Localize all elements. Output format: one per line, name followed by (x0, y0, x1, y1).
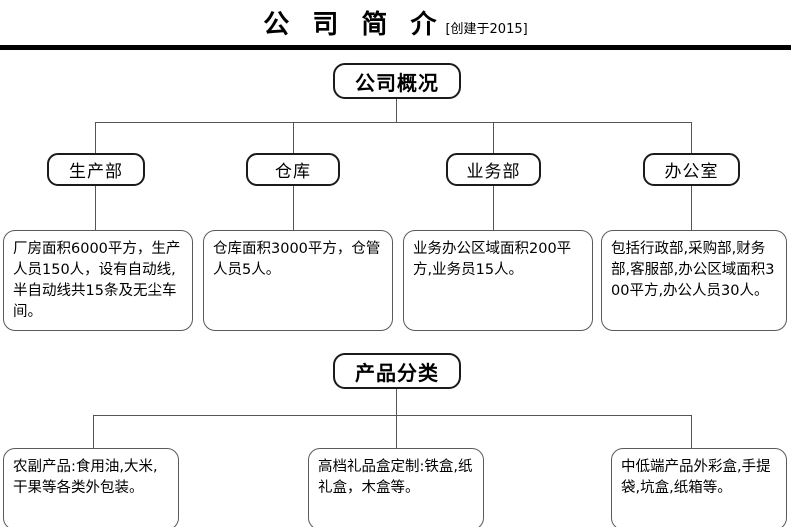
title-subtitle-text: [创建于2015] (445, 22, 528, 37)
connector-dept-3-to-detail (493, 186, 494, 230)
title-main-text: 公 司 简 介 (263, 10, 444, 40)
connector-drop-category-2 (396, 415, 397, 450)
header-divider-rule (0, 45, 791, 50)
connector-drop-category-1 (93, 415, 94, 450)
node-department-warehouse-label: 仓库 (275, 162, 311, 182)
node-department-business[interactable]: 业务部 (446, 153, 541, 186)
category-card-low-mid-end: 中低端产品外彩盒,手提袋,坑盒,纸箱等。 (611, 448, 787, 527)
connector-drop-category-3 (691, 415, 692, 450)
node-company-overview[interactable]: 公司概况 (333, 63, 461, 99)
node-department-production[interactable]: 生产部 (47, 153, 145, 186)
page-header: 公 司 简 介[创建于2015] (0, 0, 791, 50)
category-card-agricultural: 农副产品:食用油,大米,干果等各类外包装。 (3, 448, 179, 527)
connector-overview-bus (95, 122, 691, 123)
detail-card-production: 厂房面积6000平方，生产人员150人，设有自动线,半自动线共15条及无尘车间。 (3, 230, 193, 331)
connector-dept-1-to-detail (95, 186, 96, 230)
node-department-office-label: 办公室 (664, 162, 719, 182)
detail-card-office-text: 包括行政部,采购部,财务部,客服部,办公区域面积300平方,办公人员30人。 (611, 241, 775, 299)
connector-dept-2-to-detail (293, 186, 294, 230)
node-company-overview-label: 公司概况 (355, 70, 439, 95)
connector-drop-dept-3 (493, 122, 494, 153)
connector-drop-dept-4 (691, 122, 692, 153)
category-card-agricultural-text: 农副产品:食用油,大米,干果等各类外包装。 (13, 459, 158, 496)
node-department-warehouse[interactable]: 仓库 (246, 153, 340, 186)
detail-card-office: 包括行政部,采购部,财务部,客服部,办公区域面积300平方,办公人员30人。 (601, 230, 787, 331)
node-product-categories[interactable]: 产品分类 (333, 353, 461, 389)
detail-card-warehouse-text: 仓库面积3000平方，仓管人员5人。 (213, 241, 381, 278)
node-department-office[interactable]: 办公室 (643, 153, 740, 186)
node-department-business-label: 业务部 (466, 162, 521, 182)
node-product-categories-label: 产品分类 (355, 360, 439, 385)
connector-products-bus (93, 415, 691, 416)
connector-dept-4-to-detail (691, 186, 692, 230)
category-card-gift-box: 高档礼品盒定制:铁盒,纸礼盒，木盒等。 (308, 448, 484, 527)
detail-card-production-text: 厂房面积6000平方，生产人员150人，设有自动线,半自动线共15条及无尘车间。 (13, 241, 181, 320)
connector-root-stem (396, 99, 397, 122)
connector-products-stem (396, 389, 397, 415)
detail-card-business: 业务办公区域面积200平方,业务员15人。 (403, 230, 593, 331)
detail-card-warehouse: 仓库面积3000平方，仓管人员5人。 (203, 230, 393, 331)
detail-card-business-text: 业务办公区域面积200平方,业务员15人。 (413, 241, 572, 278)
category-card-low-mid-end-text: 中低端产品外彩盒,手提袋,坑盒,纸箱等。 (621, 459, 771, 496)
connector-drop-dept-1 (95, 122, 96, 153)
category-card-gift-box-text: 高档礼品盒定制:铁盒,纸礼盒，木盒等。 (318, 459, 473, 496)
page-title: 公 司 简 介[创建于2015] (0, 4, 791, 41)
connector-drop-dept-2 (293, 122, 294, 153)
node-department-production-label: 生产部 (69, 162, 123, 182)
